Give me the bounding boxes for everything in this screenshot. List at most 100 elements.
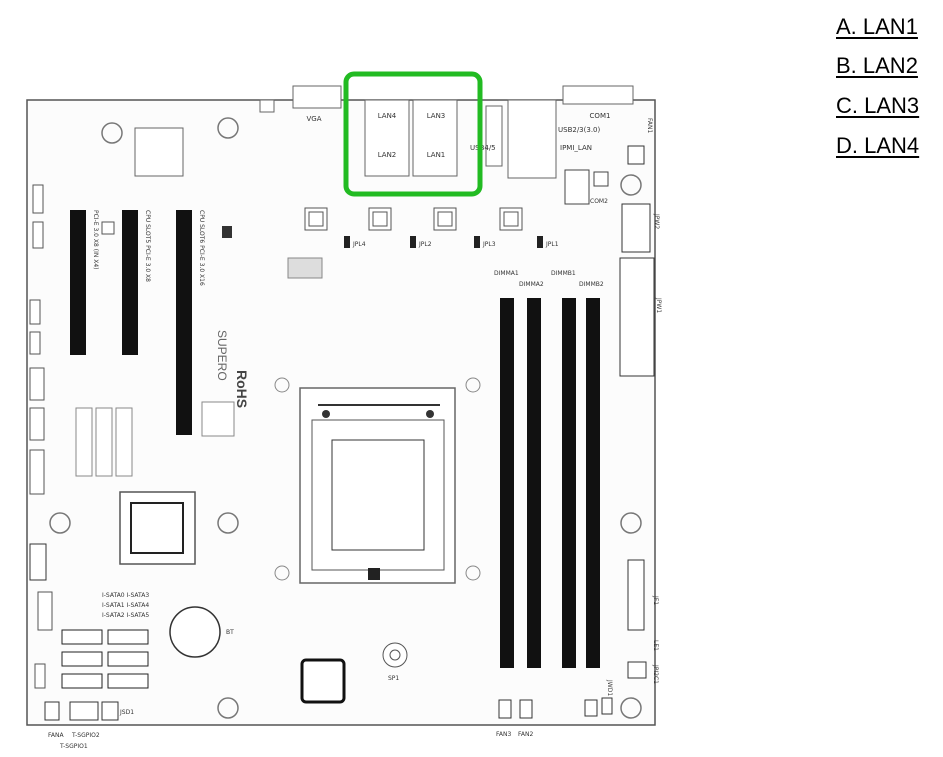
usb-type-a	[29, 543, 47, 581]
t-sgpio1-label: T-SGPIO1	[59, 743, 88, 750]
pcie-slot-1	[70, 210, 86, 355]
jstby-header	[593, 171, 609, 187]
lan-port-left	[364, 99, 410, 177]
jpl2-label: JPL2	[418, 241, 432, 248]
motherboard-svg: VGA COM1 USB2/3(3.0) IPMI_LAN USB4/5 LAN…	[26, 71, 662, 750]
jpl-jumper	[410, 236, 416, 248]
sata-port	[61, 629, 103, 645]
small-chip	[287, 257, 323, 279]
lan1-label: LAN1	[427, 151, 446, 159]
mount-hole	[49, 512, 71, 534]
fan1-label: FAN1	[646, 118, 653, 133]
mount-hole	[620, 174, 642, 196]
jpl4-label: JPL4	[352, 241, 366, 248]
fan2-label: FAN2	[518, 731, 533, 738]
rohs-mark: RoHS	[234, 370, 250, 408]
com1-connector	[562, 85, 634, 105]
jpl3-label: JPL3	[482, 241, 496, 248]
option-b-lan2[interactable]: B. LAN2	[836, 53, 918, 78]
com1-label: COM1	[590, 112, 611, 120]
jpl-jumper	[344, 236, 350, 248]
dimm-slot-b1	[562, 298, 576, 668]
jtpm1-header	[37, 591, 53, 631]
speaker-label: SP1	[388, 675, 399, 682]
lan2-label: LAN2	[378, 151, 397, 159]
inductor	[368, 207, 392, 231]
jpw1-label: JPW1	[655, 297, 662, 313]
fan3-header	[498, 699, 512, 719]
fana-label: FANA	[48, 732, 64, 739]
jtpm-header	[29, 449, 45, 495]
pcie-slot-3-label: CPU SLOT6 PCI-E 3.0 X16	[198, 210, 205, 286]
mount-hole	[620, 697, 642, 719]
option-c-lan3[interactable]: C. LAN3	[836, 93, 920, 118]
cpu-socket-inner	[331, 439, 425, 551]
dimm-b2-label: DIMMB2	[579, 281, 604, 288]
jbt1-jumper	[222, 226, 232, 238]
chip-square	[134, 127, 184, 177]
pcie-slot-1-label: PCI-E 3.0 X8 (IN X4)	[92, 210, 99, 270]
cpu-clip	[322, 410, 330, 418]
left-header	[32, 184, 44, 214]
jpw2-connector	[621, 203, 651, 253]
fin-block	[115, 407, 133, 477]
jpw2-label: JPW2	[653, 213, 660, 229]
sata-port	[107, 651, 149, 667]
inductor	[499, 207, 523, 231]
jpl-jumper	[537, 236, 543, 248]
usb-header	[29, 407, 45, 441]
pch-chip-inner	[130, 502, 184, 554]
speaker	[382, 642, 408, 668]
sata-label-0: I-SATA0 I-SATA3	[102, 592, 149, 599]
small-jumper	[101, 221, 115, 235]
ipmi-lan-label: IPMI_LAN	[560, 144, 592, 152]
com2-header	[564, 169, 590, 205]
le1-label: LE1	[652, 640, 659, 651]
option-d-lan4[interactable]: D. LAN4	[836, 133, 920, 158]
vga-connector	[292, 85, 342, 109]
mount-hole	[620, 512, 642, 534]
jpi2c1-label: JPI2C1	[652, 664, 659, 684]
usb45-label: USB4/5	[470, 144, 496, 152]
option-a-lan1[interactable]: A. LAN1	[836, 14, 918, 39]
cpu-latch	[368, 568, 380, 580]
cpu-standoff	[465, 377, 481, 393]
pcie-slot-3	[176, 210, 192, 435]
jwd1-label: JWD1	[606, 679, 613, 696]
left-header	[32, 221, 44, 249]
fan-header-right	[584, 699, 598, 717]
sata-port	[107, 673, 149, 689]
jl1-header	[34, 663, 46, 689]
inductor	[304, 207, 328, 231]
com2-label: COM2	[590, 198, 608, 205]
battery-label: BT	[226, 629, 234, 636]
sata-label-2: I-SATA2 I-SATA5	[102, 612, 149, 619]
inductor-inner	[437, 211, 453, 227]
sata-port	[61, 673, 103, 689]
fin-block	[95, 407, 113, 477]
jpl1-label: JPL1	[545, 241, 559, 248]
cpu-standoff	[465, 565, 481, 581]
dimm-a1-label: DIMMA1	[494, 270, 519, 277]
dimm-slot-a2	[527, 298, 541, 668]
bmc-chip	[300, 658, 346, 704]
sata-port	[61, 651, 103, 667]
sgpio-header	[69, 701, 99, 721]
cpu-standoff	[274, 377, 290, 393]
battery	[169, 606, 221, 658]
dimm-b1-label: DIMMB1	[551, 270, 576, 277]
jpi2c1-header	[627, 661, 647, 679]
fin-block	[75, 407, 93, 477]
fan3-label: FAN3	[496, 731, 511, 738]
inductor	[433, 207, 457, 231]
brand-mark: SUPERO	[215, 330, 229, 381]
fan2-header	[519, 699, 533, 719]
pcie-slot-2-label: CPU SLOT5 PCI-E 3.0 X8	[144, 210, 151, 282]
inductor-inner	[308, 211, 324, 227]
sata-port	[107, 629, 149, 645]
jpl-jumper	[474, 236, 480, 248]
fan-header	[44, 701, 60, 721]
inductor-inner	[372, 211, 388, 227]
jpw1-connector	[619, 257, 655, 377]
jwd1-header	[601, 697, 613, 715]
